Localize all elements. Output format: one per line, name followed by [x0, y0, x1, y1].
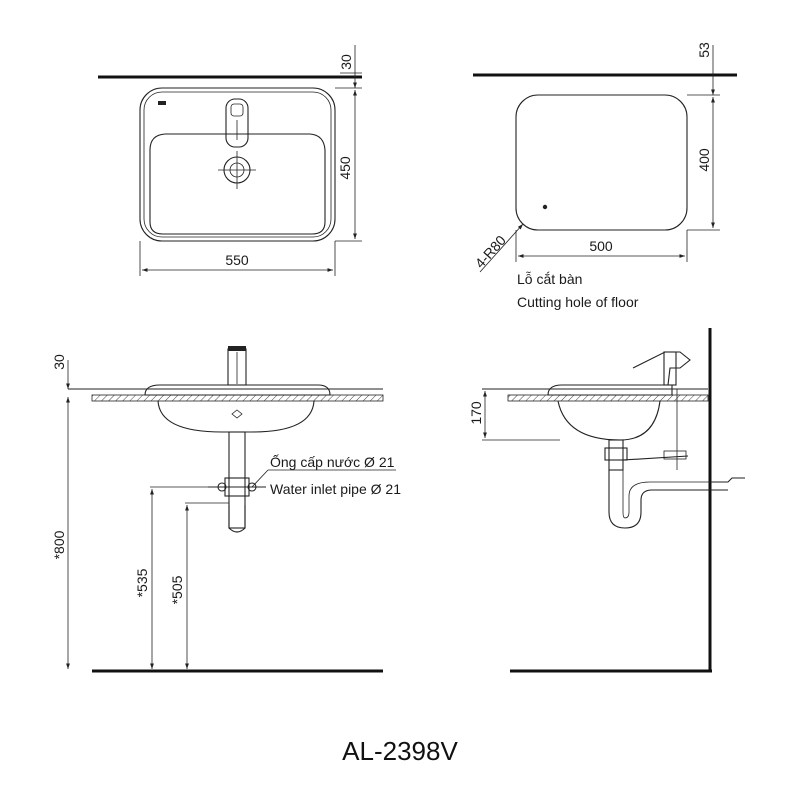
brand-mark: [158, 101, 166, 105]
cutout-label-vi: Lỗ cắt bàn: [517, 271, 582, 287]
inlet-label-vi: Ống cấp nước Ø 21: [270, 453, 395, 470]
front-countertop-hatch: [91, 394, 384, 402]
front-trap: [228, 505, 246, 533]
side-p-trap: [608, 470, 710, 529]
front-view: Ống cấp nước Ø 21 Water inlet pipe Ø 21 …: [51, 346, 401, 673]
cutout-outline: [515, 94, 688, 231]
top-view: 30 450 550: [98, 45, 362, 276]
front-dim-30-label: 30: [51, 354, 67, 370]
side-basin-bowl: [557, 400, 661, 441]
dim-radius-label: 4-R80: [472, 232, 510, 271]
front-drain-pipe: [228, 431, 246, 529]
side-wall-outlet: [710, 477, 745, 491]
faucet-body: [225, 98, 249, 148]
side-drain-pipe: [608, 439, 624, 471]
basin-rim-outline: [143, 91, 332, 238]
side-faucet-spout: [632, 351, 691, 386]
side-countertop-hatch: [507, 394, 709, 402]
front-dim-505-label: *505: [169, 575, 185, 604]
cutout-marker-dot: [542, 204, 548, 210]
side-faucet-body: [663, 351, 677, 386]
inlet-label-en: Water inlet pipe Ø 21: [270, 481, 401, 497]
side-p-trap-inner: [622, 470, 710, 519]
side-popup-rod: [622, 455, 689, 461]
side-popup-clip: [663, 450, 687, 460]
model-name: AL-2398V: [342, 736, 458, 766]
dim-400-label: 400: [696, 148, 712, 172]
faucet-handle: [230, 103, 244, 117]
basin-outer-outline: [139, 87, 336, 242]
side-dim-170-label: 170: [468, 401, 484, 425]
dim-500-label: 500: [589, 238, 613, 254]
front-drain-marker: [231, 409, 243, 419]
cutout-label-en: Cutting hole of floor: [517, 294, 639, 310]
front-dim-535-label: *535: [134, 568, 150, 597]
inlet-leader: [251, 469, 269, 488]
front-faucet-cap: [228, 346, 246, 351]
front-dim-800-label: *800: [51, 530, 67, 559]
cutout-view: 53 400 500 4-R80 Lỗ cắt bàn Cutting hole…: [472, 42, 737, 310]
side-basin-rim: [547, 384, 673, 396]
radius-leader: [479, 223, 524, 273]
side-drain-nut: [604, 447, 628, 461]
basin-bowl-outline: [149, 133, 326, 235]
dim-550-label: 550: [225, 252, 249, 268]
front-basin-bowl: [157, 400, 315, 433]
side-view: 170: [468, 328, 745, 673]
dim-450-label: 450: [337, 156, 353, 180]
front-valve-right: [247, 482, 257, 492]
front-basin-rim: [144, 384, 331, 396]
dim-53-label: 53: [696, 42, 712, 58]
dim-30-label: 30: [338, 54, 354, 70]
